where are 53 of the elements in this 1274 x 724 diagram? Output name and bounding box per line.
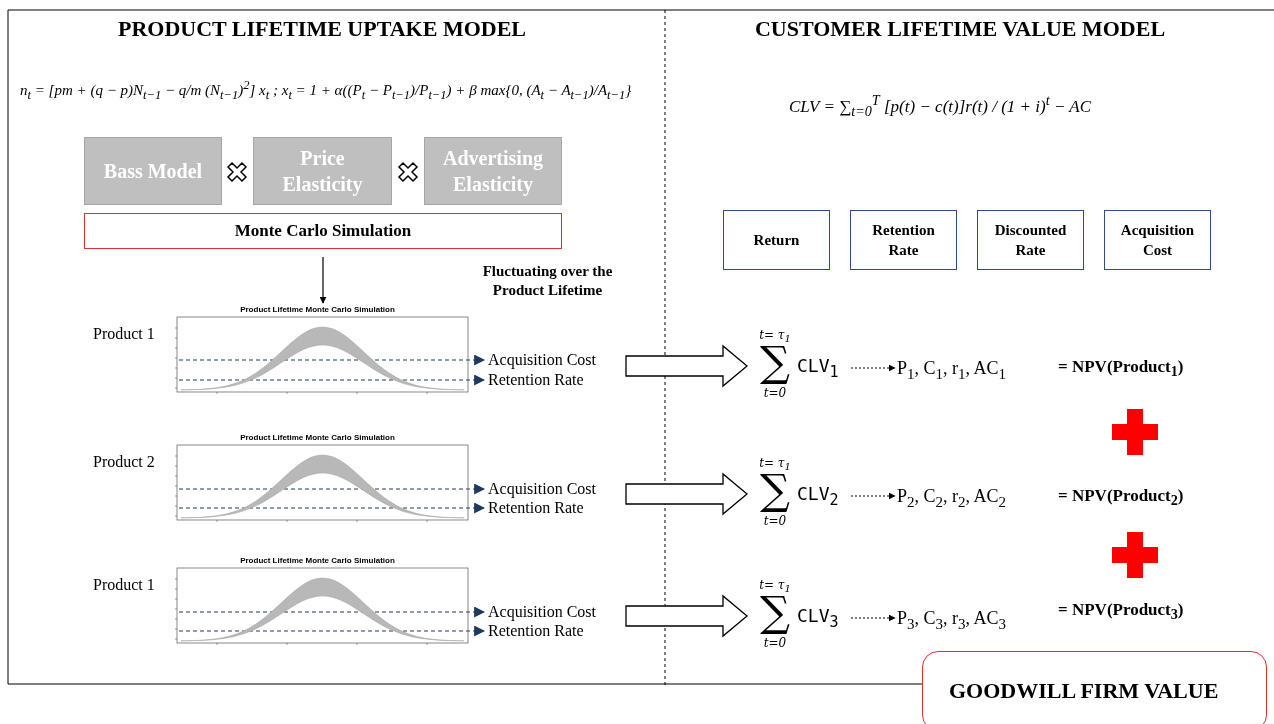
- node-label: Retention Rate: [488, 370, 616, 390]
- factor-box: Price Elasticity: [253, 137, 392, 205]
- dashed-arrow: [850, 492, 896, 500]
- dashed-arrow: [178, 374, 486, 386]
- formula-text: CLV$_{2}$: [797, 483, 839, 511]
- parameter-text: P$_{2}$, C$_{2}$, r$_{2}$, AC$_{2}$: [897, 483, 1047, 509]
- chart-title: Product Lifetime Monte Carlo Simulation: [239, 433, 396, 442]
- dashed-arrow: [850, 614, 896, 622]
- section-heading: CUSTOMER LIFETIME VALUE MODEL: [753, 16, 1167, 42]
- parameter-text: P$_{1}$, C$_{1}$, r$_{1}$, AC$_{1}$: [897, 355, 1047, 381]
- parameter-text: P$_{3}$, C$_{3}$, r$_{3}$, AC$_{3}$: [897, 605, 1047, 631]
- factor-box: Advertising Elasticity: [424, 137, 562, 205]
- limit-text: t=0: [762, 385, 788, 401]
- arrow: [319, 256, 327, 304]
- product-label: Product 2: [93, 453, 155, 471]
- formula-text: CLV$_{3}$: [797, 605, 839, 633]
- node-label: Acquisition Cost: [488, 602, 616, 622]
- variable-box: Retention Rate: [850, 210, 957, 270]
- product-label: Product 1: [93, 576, 155, 594]
- formula-text: CLV = ∑$_{t=0}$$^{T}$ [p(t) − c(t)]r(t) / (1 + i)$^{t}$ − AC: [787, 92, 1093, 121]
- variable-box: Return: [723, 210, 830, 270]
- node-label: Acquisition Cost: [488, 350, 616, 370]
- result-text: = NPV(Product$_{2}$): [1058, 486, 1185, 510]
- product-label: Product 1: [93, 325, 155, 343]
- chart-title: Product Lifetime Monte Carlo Simulation: [239, 556, 396, 565]
- section-heading: PRODUCT LIFETIME UPTAKE MODEL: [116, 16, 528, 42]
- formula-text: n$_{t}$ = [pm + (q − p)N$_{t−1}$ − q/m (N$_{t−1}$)$^{2}$] x$_{t}$ ; x$_{t}$ = 1 + α((P$_{t}$ − P$_{t−1}$)/P$_{t−1}$) + β max{0, (A$_{t}$ − A$_{t−1}$)/A$_{t−1}$}: [20, 78, 633, 103]
- node-label: Retention Rate: [488, 621, 616, 641]
- variable-box: Acquisition Cost: [1104, 210, 1211, 270]
- simulation-box: Monte Carlo Simulation: [84, 213, 562, 249]
- limit-text: t= τ$_{1}$: [758, 577, 792, 596]
- formula-text: CLV$_{1}$: [797, 355, 839, 383]
- limit-text: t= τ$_{1}$: [758, 455, 792, 474]
- node-label: Retention Rate: [488, 498, 616, 518]
- dashed-arrow: [178, 625, 486, 637]
- dashed-arrow: [850, 364, 896, 372]
- dashed-arrow: [178, 606, 486, 618]
- chart-title: Product Lifetime Monte Carlo Simulation: [239, 305, 396, 314]
- block-arrow: [625, 594, 748, 638]
- dashed-arrow: [178, 483, 486, 495]
- limit-text: t=0: [762, 513, 788, 529]
- result-text: = NPV(Product$_{3}$): [1058, 600, 1185, 624]
- factor-box: Bass Model: [84, 137, 222, 205]
- result-text: = NPV(Product$_{1}$): [1058, 357, 1185, 381]
- dashed-arrow: [178, 502, 486, 514]
- variable-box: Discounted Rate: [977, 210, 1084, 270]
- annotation-text: Fluctuating over the Product Lifetime: [481, 262, 614, 300]
- dashed-arrow: [178, 354, 486, 366]
- limit-text: t= τ$_{1}$: [758, 327, 792, 346]
- node-label: Acquisition Cost: [488, 479, 616, 499]
- block-arrow: [625, 344, 748, 388]
- limit-text: t=0: [762, 635, 788, 651]
- block-arrow: [625, 472, 748, 516]
